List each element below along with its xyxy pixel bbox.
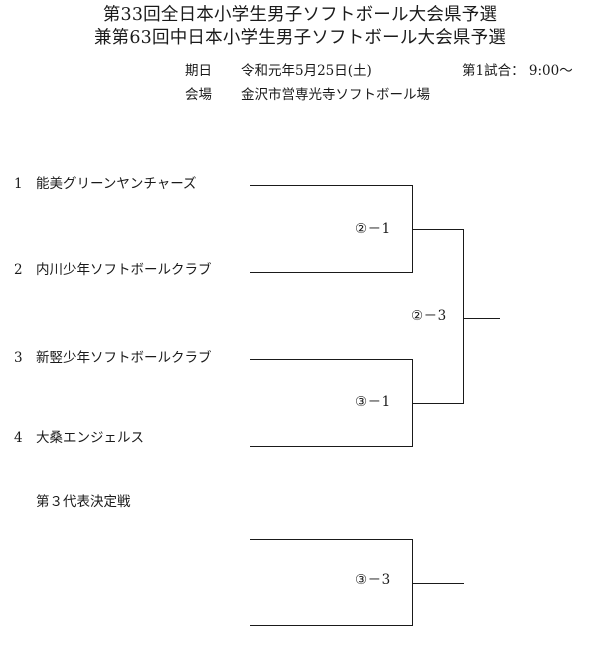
bracket-line-third-place-winner	[412, 583, 464, 584]
score-semifinal-lower: ③－1	[355, 394, 391, 410]
bracket-line-finalist-upper	[412, 229, 464, 230]
bracket-line-third-lower	[250, 625, 413, 626]
score-third-place: ③－3	[355, 572, 391, 588]
event-meta: 期日 令和元年5月25日(土) 会場 金沢市営専光寺ソフトボール場 第1試合： 9:…	[0, 62, 600, 112]
bracket-team-2-name: 内川少年ソフトボールクラブ	[36, 262, 212, 278]
bracket-line-champion	[463, 318, 500, 319]
bracket-line-third-upper	[250, 539, 413, 540]
bracket-line-team-4	[250, 446, 413, 447]
event-venue-value: 金沢市営専光寺ソフトボール場	[241, 87, 430, 103]
title-line-secondary: 兼第63回中日本小学生男子ソフトボール大会県予選	[93, 28, 507, 48]
bracket-team-3-name: 新竪少年ソフトボールクラブ	[36, 350, 212, 366]
event-venue-row: 会場 金沢市営専光寺ソフトボール場	[185, 86, 430, 105]
bracket-team-1-name: 能美グリーンヤンチャーズ	[36, 176, 197, 192]
event-venue-label: 会場	[185, 87, 212, 103]
page-title: 第33回全日本小学生男子ソフトボール大会県予選 兼第63回中日本小学生男子ソフト…	[0, 4, 600, 50]
bracket-team-3-seed: 3	[14, 350, 23, 366]
bracket-team-1-seed: 1	[14, 176, 23, 192]
third-place-section-label: 第３代表決定戦	[36, 494, 131, 510]
bracket-line-finalist-lower	[412, 403, 464, 404]
bracket-line-team-1	[250, 185, 413, 186]
score-semifinal-upper: ②－1	[355, 221, 391, 237]
bracket-team-1: 1 能美グリーンヤンチャーズ	[14, 176, 197, 192]
bracket-team-4: 4 大桑エンジェルス	[14, 430, 144, 446]
event-date-label: 期日	[185, 63, 212, 79]
first-game-time: 第1試合： 9:00～	[462, 63, 573, 79]
bracket-connector-semifinal-lower	[412, 359, 413, 446]
bracket-connector-third-place	[412, 539, 413, 625]
bracket-team-2-seed: 2	[14, 262, 23, 278]
event-date-row: 期日 令和元年5月25日(土)	[185, 62, 372, 81]
bracket-line-team-3	[250, 359, 413, 360]
score-final: ②－3	[411, 308, 447, 324]
bracket-team-2: 2 内川少年ソフトボールクラブ	[14, 262, 212, 278]
bracket-connector-semifinal-upper	[412, 185, 413, 272]
title-line-primary: 第33回全日本小学生男子ソフトボール大会県予選	[102, 5, 498, 25]
bracket-team-4-seed: 4	[14, 430, 23, 446]
bracket-team-3: 3 新竪少年ソフトボールクラブ	[14, 350, 212, 366]
event-date-value: 令和元年5月25日(土)	[241, 63, 372, 79]
bracket-line-team-2	[250, 272, 413, 273]
bracket-team-4-name: 大桑エンジェルス	[36, 430, 144, 446]
bracket-connector-final	[463, 229, 464, 403]
